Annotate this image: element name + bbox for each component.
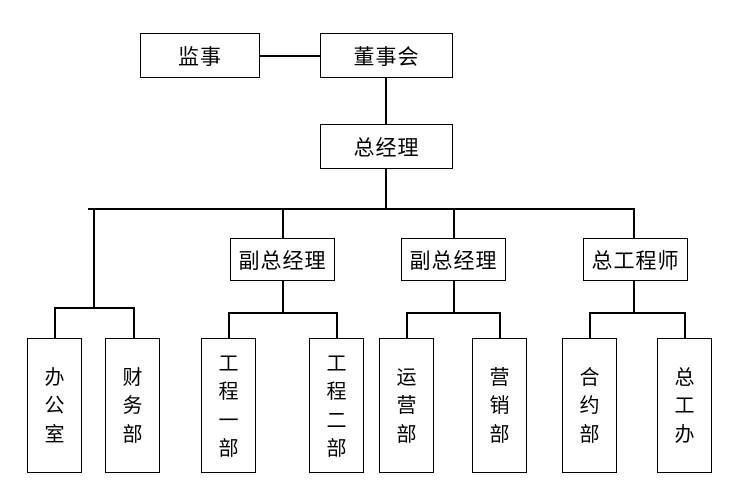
connector-bus-drop-chief-eng xyxy=(633,208,635,239)
node-label-char: 财 xyxy=(122,366,143,389)
node-label-char: 约 xyxy=(579,395,600,418)
node-label-char: 室 xyxy=(44,423,65,446)
node-label-char: 工 xyxy=(218,352,239,375)
node-label-char: 工 xyxy=(674,395,695,418)
node-label-char: 部 xyxy=(489,423,510,446)
node-general-manager[interactable]: 总经理 xyxy=(320,124,453,169)
node-label-char: 二 xyxy=(326,409,347,432)
node-label-char: 工 xyxy=(326,352,347,375)
connector-board-gm xyxy=(385,78,387,124)
connector-dgm1-bus xyxy=(228,312,337,314)
connector-dgm2-down xyxy=(453,281,455,313)
connector-drop-office xyxy=(54,307,56,339)
node-general-manager-label: 总经理 xyxy=(353,136,420,160)
connector-drop-eng1 xyxy=(228,312,230,339)
node-chief-engineer[interactable]: 总工程师 xyxy=(583,238,688,281)
connector-dgm2-bus xyxy=(406,312,500,314)
node-board[interactable]: 董事会 xyxy=(320,33,453,78)
connector-gm-down xyxy=(385,169,387,209)
connector-drop-eng2 xyxy=(336,312,338,339)
connector-chief-eng-bus xyxy=(589,312,685,314)
connector-drop-finance xyxy=(133,307,135,339)
node-marketing-dept[interactable]: 营销部 xyxy=(472,338,527,473)
node-label-char: 部 xyxy=(122,423,143,446)
connector-drop-ce-office xyxy=(684,312,686,339)
node-finance-dept[interactable]: 财务部 xyxy=(105,338,160,473)
node-label-char: 程 xyxy=(326,381,347,404)
node-label-char: 营 xyxy=(396,395,417,418)
connector-drop-contract xyxy=(589,312,591,339)
node-chief-engineer-office[interactable]: 总工办 xyxy=(657,338,712,473)
node-operations-dept[interactable]: 运营部 xyxy=(379,338,434,473)
node-engineering-dept-2[interactable]: 工程二部 xyxy=(309,338,364,473)
connector-bus-drop-dgm1 xyxy=(282,208,284,239)
node-supervisor-label: 监事 xyxy=(178,45,222,69)
node-label-char: 办 xyxy=(44,366,65,389)
node-label-char: 一 xyxy=(218,409,239,432)
node-supervisor[interactable]: 监事 xyxy=(140,33,260,78)
node-label-char: 合 xyxy=(579,366,600,389)
node-office[interactable]: 办公室 xyxy=(27,338,82,473)
node-label-char: 公 xyxy=(44,395,65,418)
node-label-char: 销 xyxy=(489,395,510,418)
connector-bus-drop-admin xyxy=(93,208,95,308)
connector-chief-eng-down xyxy=(633,281,635,313)
node-engineering-dept-1[interactable]: 工程一部 xyxy=(201,338,256,473)
node-label-char: 运 xyxy=(396,366,417,389)
node-label-char: 部 xyxy=(579,423,600,446)
node-label-char: 程 xyxy=(218,381,239,404)
connector-drop-marketing xyxy=(499,312,501,339)
node-chief-engineer-label: 总工程师 xyxy=(591,249,680,273)
node-deputy-gm-2-label: 副总经理 xyxy=(409,249,498,273)
node-board-label: 董事会 xyxy=(353,45,420,69)
node-label-char: 总 xyxy=(674,366,695,389)
node-deputy-gm-2[interactable]: 副总经理 xyxy=(401,238,506,281)
node-label-char: 部 xyxy=(326,437,347,460)
connector-bus-drop-dgm2 xyxy=(453,208,455,239)
node-label-char: 部 xyxy=(396,423,417,446)
node-label-char: 务 xyxy=(122,395,143,418)
connector-drop-operations xyxy=(406,312,408,339)
node-contract-dept[interactable]: 合约部 xyxy=(562,338,617,473)
connector-dgm1-down xyxy=(282,281,284,313)
connector-admin-bus xyxy=(54,307,134,309)
connector-supervisor-board xyxy=(259,55,321,57)
connector-main-bus xyxy=(88,208,634,210)
node-deputy-gm-1-label: 副总经理 xyxy=(238,249,327,273)
node-deputy-gm-1[interactable]: 副总经理 xyxy=(230,238,335,281)
node-label-char: 办 xyxy=(674,423,695,446)
node-label-char: 营 xyxy=(489,366,510,389)
node-label-char: 部 xyxy=(218,437,239,460)
